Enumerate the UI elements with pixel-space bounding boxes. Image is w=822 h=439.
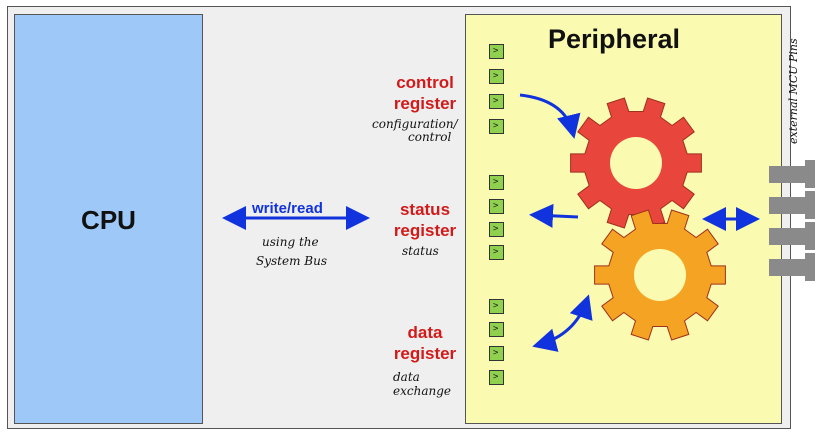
pin — [769, 197, 805, 214]
status-register-title: status register — [385, 199, 465, 241]
data-register-title: data register — [385, 322, 465, 364]
pin-cap — [805, 160, 815, 188]
control-register-note-line2: control — [408, 130, 452, 144]
peripheral-title: Peripheral — [548, 24, 681, 54]
register-bit: > — [489, 322, 504, 337]
pin-cap — [805, 191, 815, 219]
pin-cap — [805, 222, 815, 250]
bus-note-line1: using the — [262, 235, 319, 249]
orange-gear-icon — [594, 209, 726, 341]
gear-hole — [634, 249, 686, 301]
data-register-note-line2: exchange — [393, 384, 451, 398]
pin — [769, 228, 805, 245]
register-bit: > — [489, 245, 504, 260]
control-register-title: control register — [385, 72, 465, 114]
control-register-title-line2: register — [393, 94, 457, 113]
gear-hole — [610, 137, 662, 189]
control-register-note-line1: configuration/ — [372, 117, 458, 131]
gear-to-status-arrow — [529, 203, 579, 228]
data-register-note-line1: data — [393, 370, 420, 384]
pin — [769, 259, 805, 276]
data-gear-arrow — [532, 294, 593, 352]
register-bit: > — [489, 199, 504, 214]
register-bit: > — [489, 94, 504, 109]
control-register-title-line1: control — [396, 73, 454, 92]
bus-note-line2: System Bus — [256, 254, 327, 268]
register-bit: > — [489, 299, 504, 314]
cpu-label: CPU — [81, 205, 136, 235]
pin-cap — [805, 253, 815, 281]
register-bit: > — [489, 44, 504, 59]
register-bit: > — [489, 370, 504, 385]
status-register-title-line2: register — [393, 221, 457, 240]
register-bit: > — [489, 346, 504, 361]
register-bit: > — [489, 222, 504, 237]
pin — [769, 166, 805, 183]
cpu-block: CPU — [14, 14, 203, 424]
register-bit: > — [489, 175, 504, 190]
red-gear-icon — [570, 97, 702, 229]
data-register-title-line2: register — [393, 344, 457, 363]
status-register-title-line1: status — [399, 200, 451, 219]
data-register-title-line1: data — [407, 323, 443, 342]
register-bit: > — [489, 69, 504, 84]
control-to-gear-arrow — [519, 93, 581, 139]
status-register-note-line1: status — [402, 244, 439, 258]
register-bit: > — [489, 119, 504, 134]
